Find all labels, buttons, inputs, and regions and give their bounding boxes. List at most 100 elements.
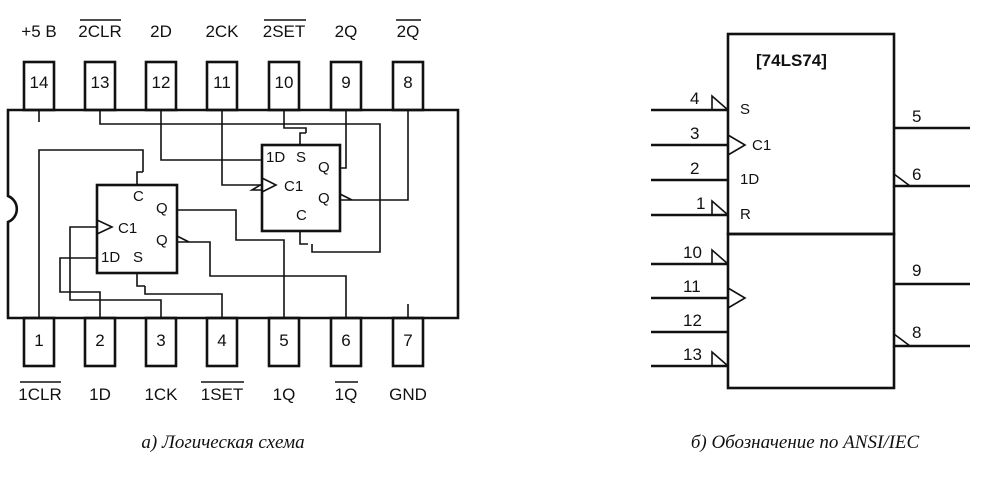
wire-1clr bbox=[38, 149, 144, 318]
pin-11: 11 2CK bbox=[205, 22, 239, 112]
ff2-clk-flag bbox=[249, 183, 263, 191]
wire-1d bbox=[59, 257, 101, 318]
pin-number: 4 bbox=[217, 331, 226, 350]
ff2-c1-label: C1 bbox=[284, 178, 303, 195]
inversion-flag bbox=[893, 173, 913, 187]
internal-wiring bbox=[38, 110, 409, 318]
pin-7: 7 GND bbox=[389, 316, 427, 404]
pin-number: 5 bbox=[279, 331, 288, 350]
ff2-s-label: S bbox=[296, 149, 306, 166]
clock-triangle bbox=[727, 287, 747, 309]
pin-number: 13 bbox=[683, 345, 702, 364]
input-3: 3 C1 bbox=[651, 124, 771, 156]
pin-label: 2SET bbox=[263, 22, 306, 41]
ff1-c-label: C bbox=[133, 188, 144, 205]
ff1-d-label: 1D bbox=[101, 249, 120, 266]
ff2-q2-label: Q bbox=[318, 190, 330, 207]
pin-label: 1Q bbox=[335, 385, 358, 404]
pin-function: C1 bbox=[752, 137, 771, 154]
pin-10: 10 2SET bbox=[263, 19, 306, 112]
chip-title: [74LS74] bbox=[756, 51, 827, 70]
input-12: 12 bbox=[651, 311, 728, 334]
input-13: 13 bbox=[651, 345, 729, 368]
ff2-d-label: 1D bbox=[266, 149, 285, 166]
ff1-set-inversion bbox=[136, 273, 145, 287]
wire-1ck bbox=[69, 226, 162, 318]
pin-label: +5 B bbox=[21, 22, 56, 41]
pin-number: 9 bbox=[912, 261, 921, 280]
lower-section-box bbox=[726, 232, 896, 390]
pin-label: 1Q bbox=[273, 385, 296, 404]
pin-13: 13 2CLR bbox=[78, 19, 122, 112]
flip-flop-2: 1D S C1 C Q Q bbox=[249, 132, 353, 245]
pin-6: 6 1Q bbox=[329, 316, 363, 404]
pin-9: 9 2Q bbox=[329, 22, 363, 112]
pin-label: GND bbox=[389, 385, 427, 404]
pin-label: 2Q bbox=[335, 22, 358, 41]
wire-1set bbox=[144, 286, 223, 318]
ff1-q1-label: Q bbox=[156, 200, 168, 217]
input-11: 11 bbox=[651, 277, 747, 309]
pin-number: 12 bbox=[683, 311, 702, 330]
pin-number: 7 bbox=[403, 331, 412, 350]
pin-number: 9 bbox=[341, 73, 350, 92]
wire-1qbar bbox=[189, 241, 347, 318]
ff1-s-label: S bbox=[133, 249, 143, 266]
pin-5: 5 1Q bbox=[267, 316, 301, 404]
pin-number: 5 bbox=[912, 107, 921, 126]
ff1-q2-label: Q bbox=[156, 232, 168, 249]
bottom-pin-row: 1 1CLR 2 1D 3 1CK 4 1SET 5 1Q 6 1Q bbox=[18, 316, 427, 404]
ff1-clr-inversion bbox=[136, 171, 143, 185]
wire-2clr bbox=[99, 110, 381, 253]
pin-label: 1CLR bbox=[18, 385, 61, 404]
output-9: 9 bbox=[894, 261, 970, 286]
pin-number: 13 bbox=[91, 73, 110, 92]
ff2-clock-triangle bbox=[261, 177, 278, 193]
pin-label: 2CLR bbox=[78, 22, 121, 41]
output-8: 8 bbox=[893, 323, 970, 348]
pin-function: S bbox=[740, 101, 750, 118]
pin-8: 8 2Q bbox=[391, 19, 425, 112]
top-pin-row: 14 +5 B 13 2CLR 12 2D 11 2CK 10 2SET 9 bbox=[21, 19, 425, 112]
ansi-symbol: [74LS74] 4 S 3 C1 2 1D 1 R 5 bbox=[651, 32, 970, 390]
ff1-clock-triangle bbox=[96, 219, 114, 235]
flip-flop-1: C C1 1D S Q Q bbox=[95, 171, 190, 287]
pin-14: 14 +5 B bbox=[21, 22, 57, 112]
ff2-clr-inversion bbox=[299, 231, 308, 245]
wire-2d bbox=[160, 110, 262, 161]
pin-number: 3 bbox=[156, 331, 165, 350]
pin-12: 12 2D bbox=[144, 22, 178, 112]
input-4: 4 S bbox=[651, 89, 750, 118]
pin-number: 3 bbox=[690, 124, 699, 143]
ff1-c1-label: C1 bbox=[118, 220, 137, 237]
ff2-box bbox=[260, 143, 342, 233]
pin-number: 1 bbox=[34, 331, 43, 350]
pin-function: R bbox=[740, 206, 751, 223]
input-2: 2 1D bbox=[651, 159, 759, 188]
dip-package bbox=[6, 108, 460, 320]
ff2-c-label: C bbox=[296, 207, 307, 224]
wire-2qbar bbox=[352, 110, 409, 201]
pin-label: 1CK bbox=[144, 385, 178, 404]
wire-1q bbox=[177, 209, 285, 318]
pin-3: 3 1CK bbox=[144, 316, 178, 404]
caption-right: б) Обозначение по ANSI/IEC bbox=[691, 432, 920, 453]
ff2-q1-label: Q bbox=[318, 159, 330, 176]
input-1: 1 R bbox=[651, 194, 751, 223]
ff1-qbar-flag bbox=[176, 235, 190, 243]
pin-number: 10 bbox=[683, 243, 702, 262]
pin-label: 2Q bbox=[397, 22, 420, 41]
inversion-flag bbox=[893, 333, 913, 347]
inversion-flag bbox=[711, 199, 729, 216]
pin-number: 6 bbox=[341, 331, 350, 350]
pin-4: 4 1SET bbox=[201, 316, 244, 404]
input-10: 10 bbox=[651, 243, 729, 266]
pin-number: 2 bbox=[95, 331, 104, 350]
pin-label: 1SET bbox=[201, 385, 244, 404]
clock-triangle bbox=[727, 134, 747, 156]
pin-number: 1 bbox=[696, 194, 705, 213]
pin-number: 6 bbox=[912, 165, 921, 184]
wire-2set bbox=[283, 110, 307, 133]
pin-number: 11 bbox=[683, 277, 701, 296]
